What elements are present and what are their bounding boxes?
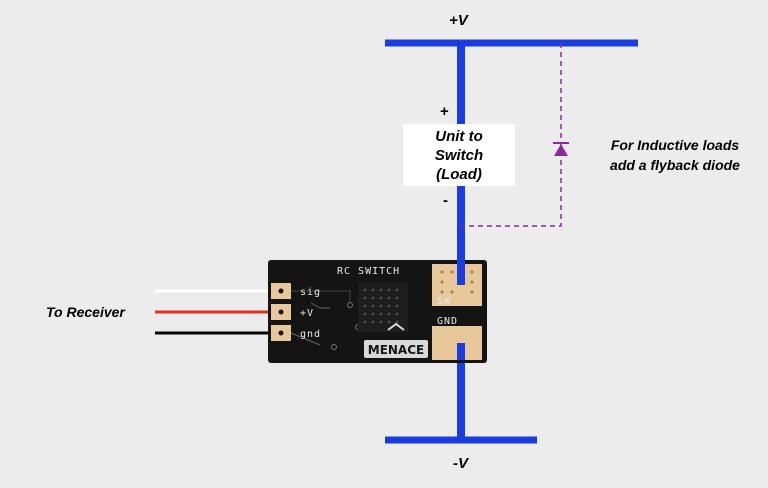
rc-switch-board: MENACE RC SWITCH sig +V gnd SW GND <box>268 260 487 363</box>
logo-text: MENACE <box>368 343 424 357</box>
board-title: RC SWITCH <box>337 266 400 277</box>
pin-label-gnd: gnd <box>300 329 321 340</box>
flyback-note-line-1: For Inductive loads <box>610 137 740 153</box>
load-box: Unit to Switch (Load) <box>403 124 515 186</box>
load-minus-mark: - <box>443 192 448 209</box>
pin-label-pos: +V <box>300 308 314 319</box>
load-plus-mark: + <box>440 103 449 120</box>
positive-supply-label: +V <box>449 12 468 29</box>
pin-label-sig: sig <box>300 287 321 298</box>
load-line-2: Switch <box>434 146 484 164</box>
menace-logo: MENACE <box>364 322 428 358</box>
sw-label: SW <box>437 296 451 307</box>
flyback-diode-path <box>461 43 562 227</box>
receiver-label: To Receiver <box>46 304 125 320</box>
load-line-1: Unit to <box>435 127 483 145</box>
diode-symbol <box>553 142 569 156</box>
flyback-note: For Inductive loads add a flyback diode <box>590 135 760 175</box>
gnd-label: GND <box>437 316 458 327</box>
flyback-note-line-2: add a flyback diode <box>610 157 740 173</box>
load-line-3: (Load) <box>436 165 482 183</box>
negative-supply-label: -V <box>453 455 468 472</box>
